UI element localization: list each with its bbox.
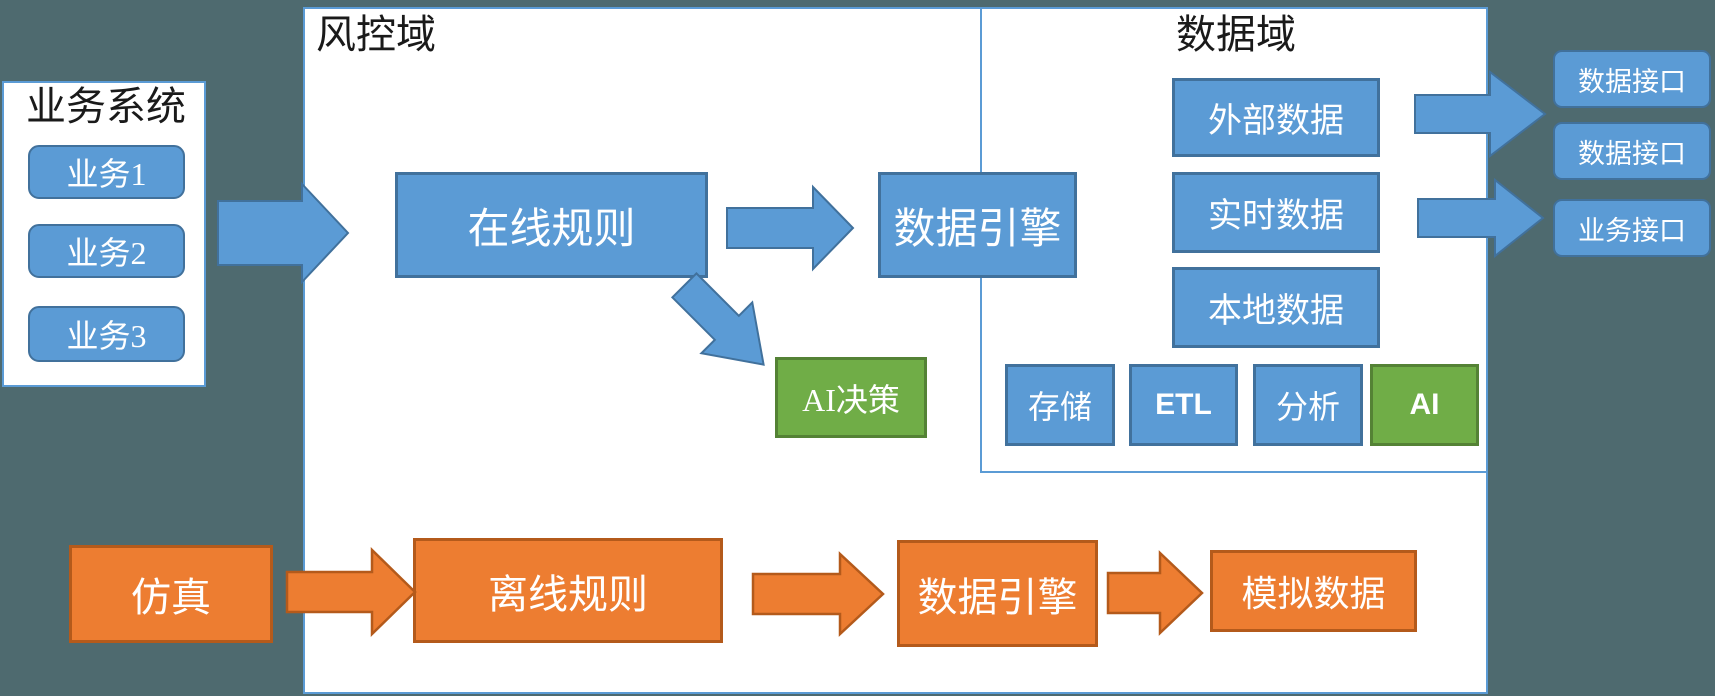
offline-data-engine-box: 数据引擎	[897, 540, 1098, 647]
ai-decision-box: AI决策	[775, 357, 927, 438]
online-rules-box: 在线规则	[395, 172, 708, 278]
local-data-box: 本地数据	[1172, 267, 1380, 348]
business-item-3: 业务3	[28, 306, 185, 362]
business-item-1: 业务1	[28, 145, 185, 199]
simulation-box: 仿真	[69, 545, 273, 643]
business-item-2: 业务2	[28, 224, 185, 278]
etl-box: ETL	[1129, 364, 1238, 446]
storage-box: 存储	[1005, 364, 1115, 446]
ai-box: AI	[1370, 364, 1479, 446]
business-system-title: 业务系统	[26, 84, 186, 129]
data-interface-box-2: 数据接口	[1553, 122, 1711, 180]
risk-domain-title: 风控域	[316, 12, 436, 57]
external-data-box: 外部数据	[1172, 78, 1380, 157]
data-domain-title: 数据域	[1176, 12, 1296, 57]
offline-rules-box: 离线规则	[413, 538, 723, 643]
business-interface-box: 业务接口	[1553, 199, 1711, 257]
data-engine-box: 数据引擎	[878, 172, 1077, 278]
mock-data-box: 模拟数据	[1210, 550, 1417, 632]
realtime-data-box: 实时数据	[1172, 172, 1380, 253]
analysis-box: 分析	[1253, 364, 1363, 446]
data-interface-box-1: 数据接口	[1553, 50, 1711, 108]
